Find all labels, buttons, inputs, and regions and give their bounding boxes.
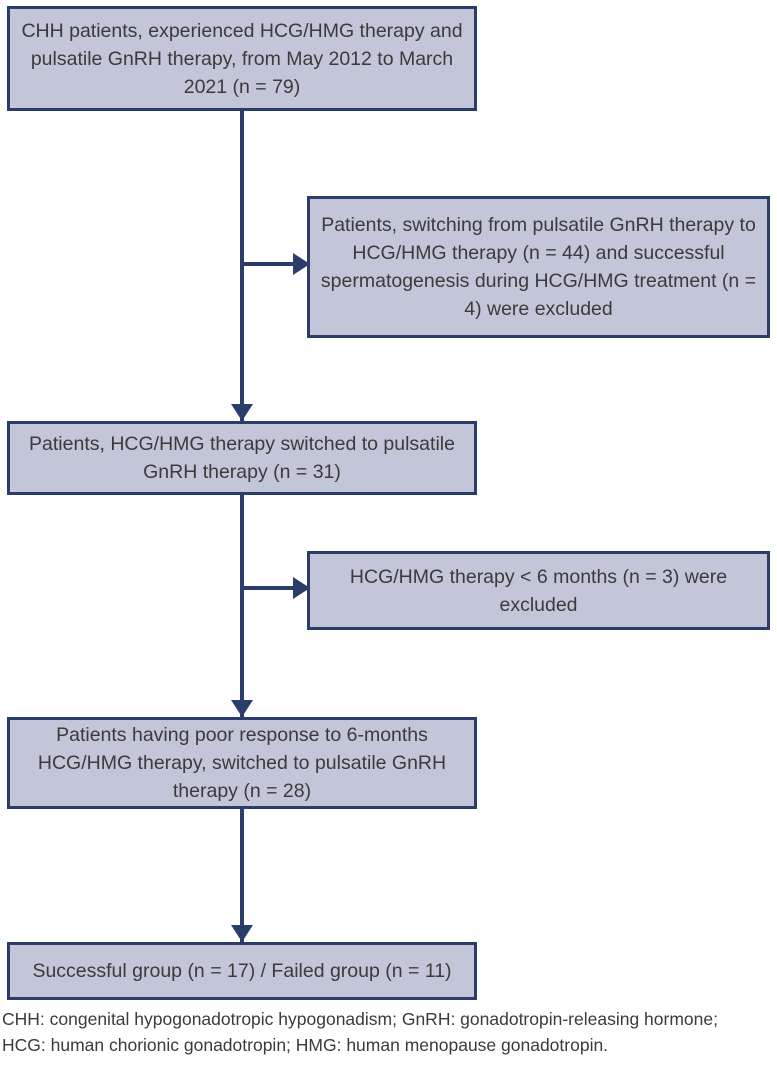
footnote-line-2: HCG: human chorionic gonadotropin; HMG: … bbox=[2, 1035, 609, 1055]
flow-node-exclusion-1: Patients, switching from pulsatile GnRH … bbox=[307, 196, 770, 338]
flow-node-outcome: Successful group (n = 17) / Failed group… bbox=[7, 942, 477, 1000]
abbreviation-footnote: CHH: congenital hypogonadotropic hypogon… bbox=[2, 1006, 777, 1058]
flow-node-enrollment-label: CHH patients, experienced HCG/HMG therap… bbox=[21, 19, 463, 98]
arrowhead-right-icon bbox=[293, 253, 310, 275]
arrowhead-down-icon bbox=[231, 404, 253, 421]
connector-enrollment-to-switched bbox=[240, 111, 244, 421]
arrowhead-down-icon bbox=[231, 925, 253, 942]
flow-node-poor-response-label: Patients having poor response to 6-month… bbox=[37, 724, 447, 802]
connector-poor-response-to-outcome bbox=[240, 809, 244, 942]
flow-node-exclusion-2: HCG/HMG therapy < 6 months (n = 3) were … bbox=[307, 551, 770, 630]
connector-branch-exclusion-1 bbox=[240, 262, 302, 266]
flow-node-outcome-label: Successful group (n = 17) / Failed group… bbox=[32, 960, 452, 982]
connector-branch-exclusion-2 bbox=[240, 586, 302, 590]
arrowhead-right-icon bbox=[293, 577, 310, 599]
flow-node-poor-response: Patients having poor response to 6-month… bbox=[7, 717, 477, 809]
flow-node-enrollment: CHH patients, experienced HCG/HMG therap… bbox=[7, 6, 477, 111]
flow-node-exclusion-1-label: Patients, switching from pulsatile GnRH … bbox=[320, 214, 757, 320]
flow-node-switched: Patients, HCG/HMG therapy switched to pu… bbox=[7, 421, 477, 495]
flow-node-exclusion-2-label: HCG/HMG therapy < 6 months (n = 3) were … bbox=[349, 565, 728, 616]
arrowhead-down-icon bbox=[231, 700, 253, 717]
connector-switched-to-poor-response bbox=[240, 495, 244, 717]
flow-node-switched-label: Patients, HCG/HMG therapy switched to pu… bbox=[29, 433, 455, 483]
footnote-line-1: CHH: congenital hypogonadotropic hypogon… bbox=[2, 1009, 718, 1029]
